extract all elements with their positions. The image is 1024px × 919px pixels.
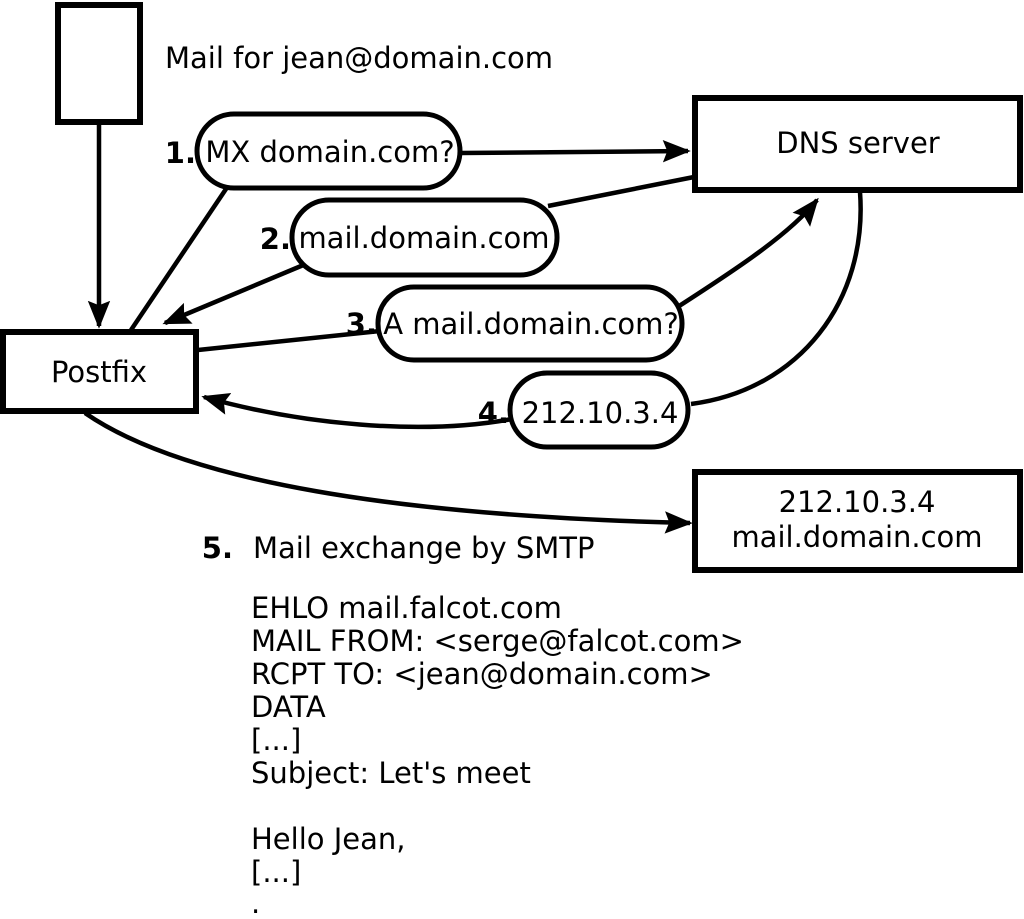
response-ip-pill [507, 370, 691, 450]
line-dns-to-response-mx [547, 174, 695, 209]
dns-server-label: DNS server [776, 126, 940, 160]
mail-server-host-label: mail.domain.com [731, 520, 982, 554]
smtp-line-4: DATA [251, 690, 326, 724]
smtp-line-3: RCPT TO: <jean@domain.com> [251, 657, 713, 691]
smtp-line-1: EHLO mail.falcot.com [251, 591, 562, 625]
step4-number: 4. [478, 396, 509, 430]
query-mx-pill [194, 111, 463, 191]
step5-label: Mail exchange by SMTP [253, 531, 594, 565]
arrow-response-mx-to-postfix [162, 258, 314, 326]
step1-label: MX domain.com? [205, 135, 454, 169]
step2-label: mail.domain.com [298, 221, 549, 255]
arrow-query-mx-to-dns [459, 140, 691, 163]
line-dns-to-response-ip [690, 191, 863, 407]
step5-number: 5. [202, 531, 233, 565]
line-postfix-to-query-mx [129, 184, 230, 332]
smtp-line-8: Hello Jean, [251, 822, 406, 856]
arrow-response-ip-to-postfix [201, 393, 513, 430]
mail-server-node [692, 469, 1023, 573]
smtp-line-2: MAIL FROM: <serge@falcot.com> [251, 624, 744, 658]
step3-label: A mail.domain.com? [383, 307, 679, 341]
arrow-query-a-to-dns [674, 197, 819, 310]
dns-server-node [692, 95, 1023, 193]
postfix-label: Postfix [51, 355, 147, 389]
mail-message-icon [55, 2, 143, 125]
query-a-pill [375, 284, 685, 363]
smtp-session-block: EHLO mail.falcot.com MAIL FROM: <serge@f… [251, 591, 744, 919]
step1-number: 1. [165, 136, 196, 170]
step4-label: 212.10.3.4 [522, 396, 679, 430]
mail-server-ip-label: 212.10.3.4 [779, 485, 936, 519]
arrow-smtp-exchange [83, 411, 693, 534]
smtp-line-10: . [251, 886, 260, 919]
line-postfix-to-query-a [197, 328, 381, 353]
step3-number: 3. [346, 307, 377, 341]
smtp-line-5: [...] [251, 723, 301, 757]
step2-number: 2. [260, 222, 291, 256]
smtp-line-9: [...] [251, 855, 301, 889]
postfix-node [0, 329, 199, 414]
smtp-line-6: Subject: Let's meet [251, 756, 531, 790]
diagram-title: Mail for jean@domain.com [165, 41, 553, 75]
response-mx-pill [289, 197, 560, 278]
